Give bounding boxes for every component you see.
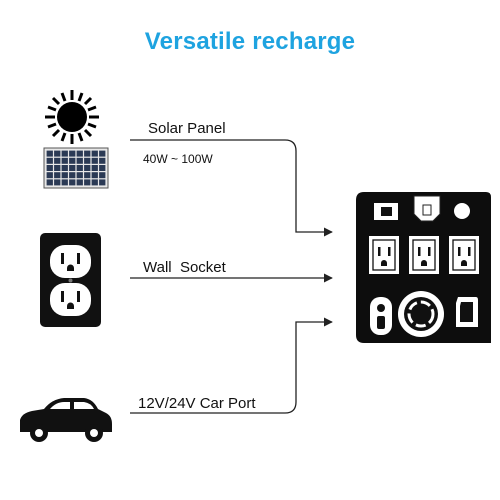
wall-outlet-icon [40, 233, 101, 327]
diagram-title: Versatile recharge [144, 28, 356, 55]
sun-icon [45, 90, 99, 144]
solar-panel-spec: 40W ~ 100W [143, 152, 213, 166]
car-port-label: 12V/24V Car Port [138, 395, 256, 412]
solar-panel-label: Solar Panel [148, 120, 226, 137]
wall-socket-label: Wall Socket [143, 259, 226, 276]
car-icon [20, 398, 112, 442]
solar-connection-arrow [130, 139, 333, 237]
power-station-icon [356, 192, 491, 343]
solar-panel-icon [43, 147, 109, 189]
car-connection-arrow [130, 317, 333, 414]
